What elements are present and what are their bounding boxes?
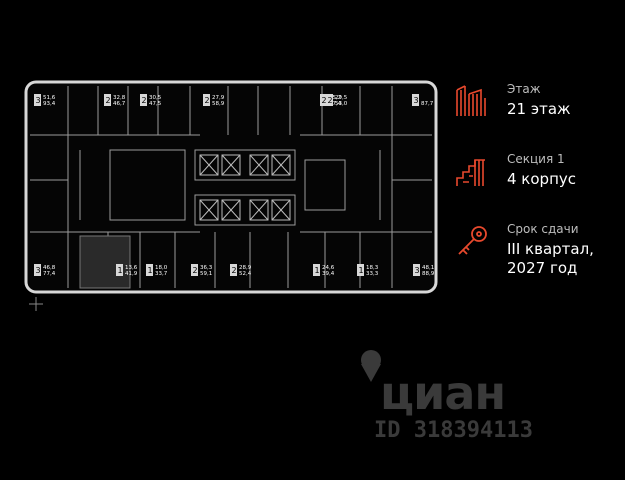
room-count: 2 (205, 96, 210, 105)
living-area: 51,6 (43, 95, 56, 101)
room-count-badge (313, 264, 320, 276)
total-area: 41,9 (125, 271, 138, 277)
total-area: 88,9 (422, 271, 435, 277)
total-area: 33,7 (155, 271, 168, 277)
total-area: 59,1 (200, 271, 212, 277)
room-count-badge (412, 94, 419, 106)
plan-walls (30, 86, 432, 288)
room-count-badge (203, 94, 210, 106)
room-count: 1 (118, 266, 123, 275)
stairs-icon (456, 159, 485, 186)
floor-info: Этаж 21 этаж (455, 80, 620, 150)
living-area: 13,6 (125, 265, 138, 271)
room-count: 1 (359, 266, 364, 275)
living-area: 24,6 (322, 265, 335, 271)
living-area: 36,3 (200, 265, 213, 271)
room-count: 1 (315, 266, 320, 275)
room-count-badge (140, 94, 147, 106)
room-count-badge (230, 264, 237, 276)
room-count: 2 (106, 96, 111, 105)
cian-logo-icon (361, 350, 381, 382)
watermark-id: ID 318394113 (374, 418, 533, 443)
deadline-value-line2: 2027 год (507, 259, 578, 277)
room-count: 3 (415, 266, 420, 275)
total-area: 58,9 (212, 101, 225, 107)
room-count-badge (320, 94, 327, 106)
info-panel: Этаж 21 этаж Секция 1 4 корпус Срок сдач… (455, 80, 620, 290)
room-count: 3 (36, 266, 41, 275)
total-area: 77,4 (43, 271, 56, 277)
total-area: 39,4 (322, 271, 335, 277)
section-info: Секция 1 4 корпус (455, 150, 620, 220)
room-count: 2 (232, 266, 237, 275)
deadline-label: Срок сдачи (507, 222, 579, 236)
room-count-badge (357, 264, 364, 276)
living-area: 27,9 (212, 95, 225, 101)
room-count: 2 (322, 96, 327, 105)
living-area: 32,8 (113, 95, 126, 101)
room-count-badge (191, 264, 198, 276)
building-icon (456, 85, 486, 116)
room-count-badge (34, 264, 41, 276)
room-count: 3 (414, 96, 419, 105)
floor-label: Этаж (507, 82, 541, 96)
room-count-badge (413, 264, 420, 276)
living-area: 18,3 (366, 265, 379, 271)
living-area: 35,2 (329, 95, 341, 101)
deadline-value: III квартал, 2027 год (507, 240, 594, 278)
room-count-badge (116, 264, 123, 276)
total-area: 93,4 (43, 101, 56, 107)
total-area: 46,7 (113, 101, 126, 107)
room-count: 2 (328, 96, 333, 105)
total-area: 53,0 (335, 101, 348, 107)
total-area: 47,5 (149, 101, 162, 107)
room-count-badge (34, 94, 41, 106)
floor-value: 21 этаж (507, 100, 571, 118)
total-area: 57,4 (329, 101, 342, 107)
compass-icon (29, 297, 43, 311)
total-area: 52,4 (239, 271, 252, 277)
deadline-info: Срок сдачи III квартал, 2027 год (455, 220, 620, 290)
watermark-brand: циан (380, 366, 506, 420)
living-area: 18,0 (155, 265, 168, 271)
room-count: 2 (193, 266, 198, 275)
living-area: 48,1 (422, 265, 434, 271)
living-area: 29,5 (335, 95, 348, 101)
section-value: 4 корпус (507, 170, 577, 188)
room-count: 1 (148, 266, 153, 275)
room-count-badge (326, 94, 333, 106)
elevator-shafts (199, 154, 291, 221)
living-area: 28,9 (239, 265, 252, 271)
deadline-value-line1: III квартал, (507, 240, 594, 258)
section-label: Секция 1 (507, 152, 565, 166)
selected-apartment[interactable] (79, 235, 131, 289)
total-area: 33,3 (366, 271, 379, 277)
living-area: 46,8 (43, 265, 56, 271)
key-icon (458, 226, 487, 255)
room-count: 3 (36, 96, 41, 105)
living-area: 30,5 (149, 95, 162, 101)
room-count-badge (146, 264, 153, 276)
total-area: 87,7 (421, 101, 434, 107)
room-count: 2 (142, 96, 147, 105)
room-count-badge (104, 94, 111, 106)
